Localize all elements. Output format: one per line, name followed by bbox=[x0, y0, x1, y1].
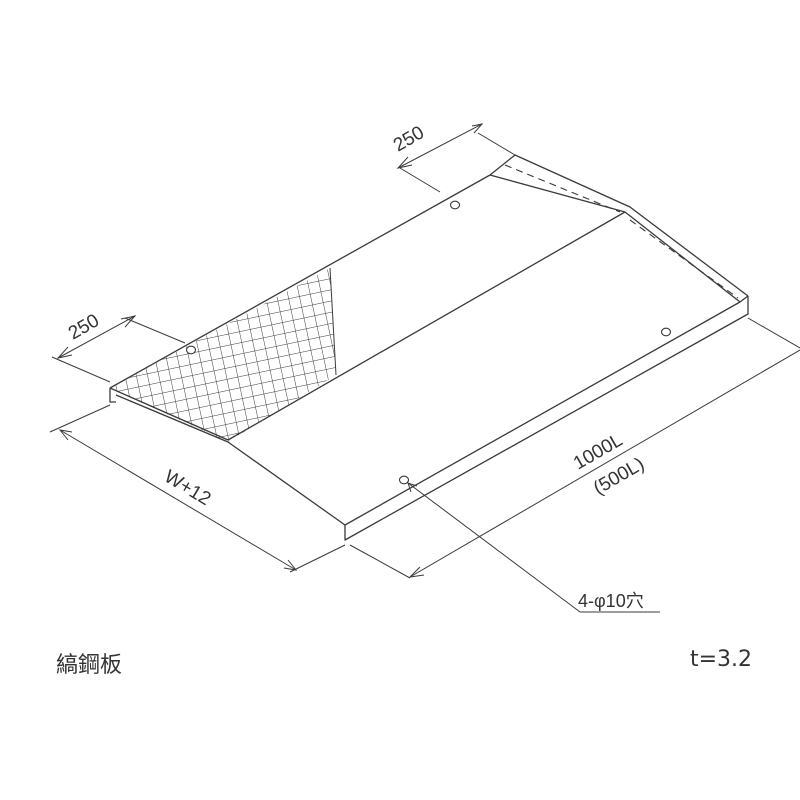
dim-width bbox=[49, 404, 346, 573]
dim-left-250 bbox=[51, 315, 186, 383]
dim-length bbox=[349, 317, 800, 579]
plate-outline bbox=[109, 154, 749, 541]
mounting-holes bbox=[185, 200, 672, 485]
hole-icon bbox=[398, 475, 410, 485]
dim-width-label: W+12 bbox=[160, 466, 214, 510]
dim-top-250 bbox=[396, 123, 516, 193]
hole-icon bbox=[449, 200, 461, 210]
checker-pattern bbox=[110, 267, 337, 442]
hole-leader bbox=[407, 482, 660, 613]
hole-icon bbox=[660, 327, 672, 337]
hole-icon bbox=[185, 345, 197, 355]
material-caption: 縞鋼板 bbox=[56, 653, 123, 678]
thickness-caption: t=3.2 bbox=[690, 647, 753, 672]
hole-leader-label: 4-φ10穴 bbox=[578, 591, 644, 611]
dim-top-250-label: 250 bbox=[390, 122, 428, 156]
dim-left-250-label: 250 bbox=[65, 310, 103, 344]
